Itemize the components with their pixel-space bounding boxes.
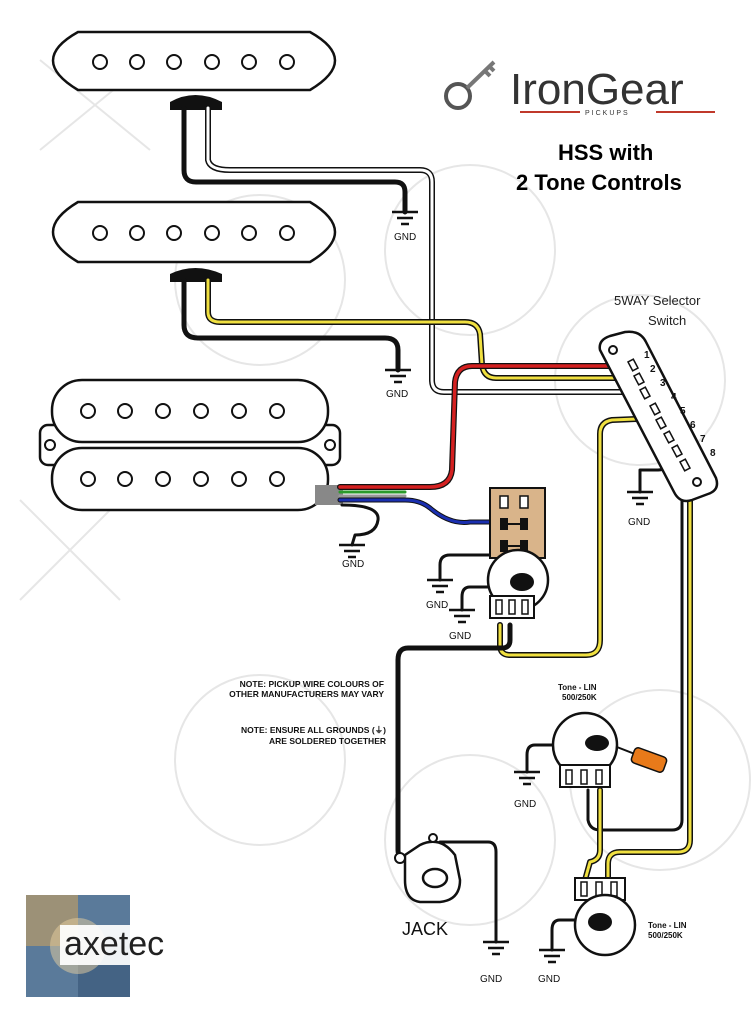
note-line1: NOTE: PICKUP WIRE COLOURS OF: [240, 679, 384, 689]
middle-ground-black-wire: [181, 277, 401, 373]
upper-tone-label-line2: 500/250K: [562, 693, 597, 702]
neck-ground-black-wire: [181, 105, 408, 215]
ground-symbols: [339, 210, 653, 964]
output-jack: JACK: [394, 833, 462, 939]
humbucker-ground-wire: [340, 503, 380, 547]
gnd-label-lower-tone: GND: [538, 974, 560, 985]
gnd-label-humbucker: GND: [342, 559, 364, 570]
volume-ground-wire: [438, 553, 497, 582]
lower-tone-ground-wire: [550, 918, 582, 952]
brand-name: IronGear: [510, 65, 684, 114]
five-way-selector-switch: 5WAY Selector Switch 1 2 3 4 5 6 7 8: [598, 293, 719, 503]
wires: [181, 105, 693, 952]
gnd-label-switch: GND: [628, 517, 650, 528]
gnd-label-jack: GND: [480, 974, 502, 985]
gnd-label-upper-tone: GND: [514, 799, 536, 810]
selector-label-line1: 5WAY Selector: [614, 293, 701, 308]
note-line3: NOTE: ENSURE ALL GROUNDS (⏚): [241, 725, 386, 735]
diagram-title-line2: 2 Tone Controls: [516, 170, 682, 195]
switch-to-upper-tone-wire: [586, 458, 684, 832]
bridge-humbucker-pickup: [38, 378, 343, 512]
lower-tone-label-line1: Tone - LIN: [648, 921, 687, 930]
neck-single-coil-pickup: [51, 30, 337, 110]
output-to-jack-wire: [395, 622, 513, 863]
gnd-label-volume-case: GND: [449, 631, 471, 642]
gnd-label-volume: GND: [426, 600, 448, 611]
notes: NOTE: PICKUP WIRE COLOURS OF OTHER MANUF…: [229, 679, 386, 746]
terminal-1: 1: [644, 350, 650, 361]
lower-tone-label-line2: 500/250K: [648, 931, 683, 940]
upper-tone-potentiometer: Tone - LIN 500/250K: [551, 683, 668, 788]
gnd-label-middle: GND: [386, 389, 408, 400]
push-pull-switch: [489, 487, 546, 559]
ground-labels: GND GND GND GND GND GND GND GND GND: [342, 232, 650, 985]
terminal-5: 5: [680, 406, 686, 417]
selector-label-line2: Switch: [648, 313, 686, 328]
volume-case-ground-wire: [460, 585, 492, 612]
upper-tone-label-line1: Tone - LIN: [558, 683, 597, 692]
upper-tone-ground-wire: [525, 743, 577, 774]
gnd-label-neck: GND: [394, 232, 416, 243]
tone-capacitor: [630, 747, 668, 773]
terminal-6: 6: [690, 420, 696, 431]
middle-single-coil-pickup: [51, 200, 337, 282]
diagram-title-line1: HSS with: [558, 140, 653, 165]
terminal-3: 3: [660, 378, 666, 389]
terminal-2: 2: [650, 364, 656, 375]
terminal-4: 4: [671, 392, 677, 403]
volume-potentiometer: [486, 548, 550, 619]
terminal-7: 7: [700, 434, 706, 445]
note-line4: ARE SOLDERED TOGETHER: [269, 736, 386, 746]
irongear-logo: IronGear PICKUPS: [444, 60, 715, 117]
key-icon: [444, 82, 472, 110]
humbucker-red-wire: [337, 363, 635, 490]
jack-ground-wire: [438, 840, 498, 944]
brand-tagline: PICKUPS: [585, 110, 630, 117]
terminal-8: 8: [710, 448, 716, 459]
lower-tone-potentiometer: Tone - LIN 500/250K: [573, 877, 687, 957]
axetec-logo: axetec: [26, 895, 188, 997]
note-line2: OTHER MANUFACTURERS MAY VARY: [229, 689, 384, 699]
jack-label: JACK: [402, 919, 448, 939]
axetec-wordmark: axetec: [64, 925, 164, 963]
